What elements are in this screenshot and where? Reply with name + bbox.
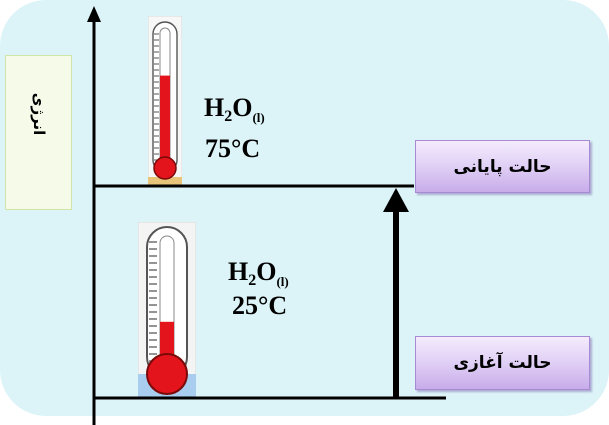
formula-initial-phase: (l) [276, 274, 289, 289]
water-formula-final: H2O(l) [204, 93, 265, 126]
temperature-initial: 25°C [232, 291, 288, 320]
thermometer-final-base [148, 177, 182, 186]
thermometer-final-icon [148, 16, 182, 186]
transition-arrowhead [383, 188, 409, 212]
formula-initial-hydrogen-count: 2 [248, 272, 257, 289]
thermometer-initial-bulb [146, 353, 188, 395]
initial-state-label: حالت آغازی [453, 353, 552, 373]
thermometer-final-bulb [153, 156, 177, 180]
formula-final-hydrogen: H [204, 93, 225, 122]
formula-initial-oxygen: O [256, 257, 277, 286]
formula-final-phase: (l) [252, 110, 265, 125]
final-state-box: حالت پایانی [415, 140, 590, 193]
initial-state-box: حالت آغازی [415, 336, 590, 390]
temperature-final: 75°C [205, 134, 261, 163]
energy-axis-label-box: انرژی [5, 55, 72, 210]
formula-final-hydrogen-count: 2 [224, 108, 233, 125]
water-formula-initial: H2O(l) [228, 257, 289, 290]
thermometer-initial-scale-ticks [149, 241, 157, 362]
thermometer-initial-icon [138, 222, 196, 399]
formula-final-oxygen: O [232, 93, 253, 122]
thermometer-final-mercury [160, 75, 170, 170]
energy-axis-arrowhead [87, 6, 101, 22]
final-state-label: حالت پایانی [453, 156, 552, 177]
formula-initial-hydrogen: H [228, 257, 249, 286]
thermometer-final-scale-ticks [154, 33, 159, 161]
